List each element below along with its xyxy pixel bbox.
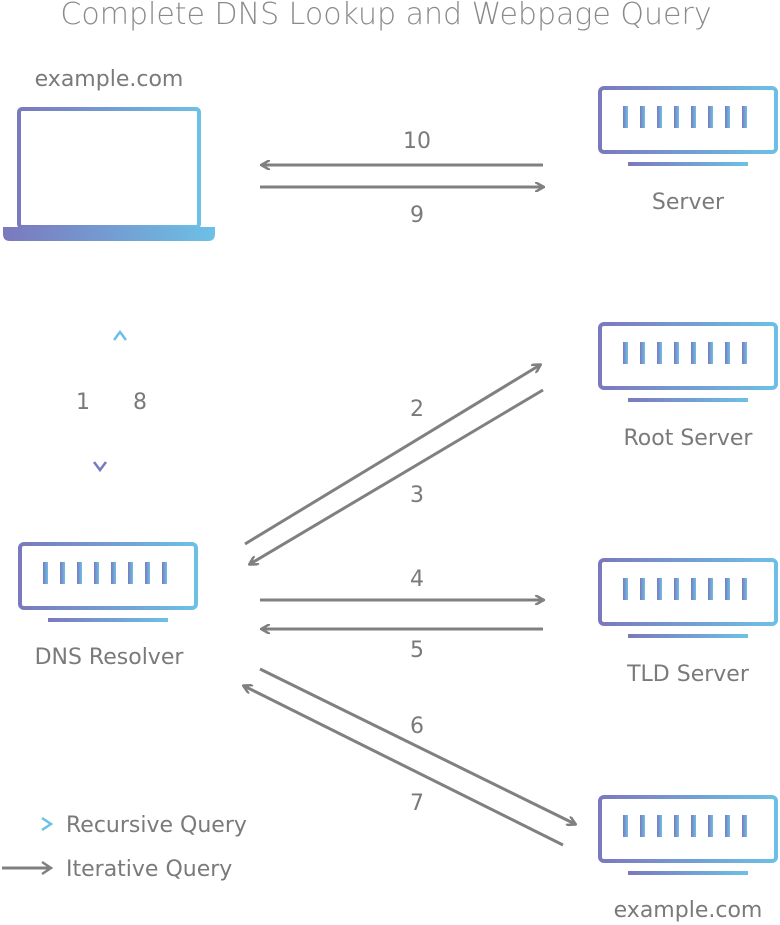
step-2-label: 2 — [410, 397, 424, 422]
tld-server-label: TLD Server — [626, 662, 750, 687]
legend-iterative-arrow-head — [41, 860, 54, 876]
resolver-label: DNS Resolver — [35, 645, 185, 670]
step-1-label: 1 — [76, 390, 90, 415]
tld-server-icon — [598, 558, 778, 640]
step-8-label: 8 — [133, 390, 147, 415]
client-laptop-icon — [3, 107, 215, 241]
dns-resolver-icon — [18, 542, 198, 624]
step-5-label: 5 — [410, 638, 424, 663]
step-6-label: 6 — [410, 714, 424, 739]
authoritative-server-icon — [598, 795, 778, 877]
step-7-label: 7 — [410, 791, 424, 816]
legend-iterative-label: Iterative Query — [66, 857, 232, 882]
root-server-label: Root Server — [624, 426, 754, 451]
server-label: Server — [652, 190, 725, 215]
root-server-icon — [598, 322, 778, 404]
step-9-label: 9 — [410, 203, 424, 228]
legend-recursive-label: Recursive Query — [66, 813, 247, 838]
page-title: Complete DNS Lookup and Webpage Query — [60, 0, 711, 32]
arrow-step-1-head — [93, 461, 107, 473]
client-label: example.com — [35, 67, 184, 92]
arrow-step-2 — [244, 365, 540, 546]
step-4-label: 4 — [410, 567, 424, 592]
legend: Recursive Query Iterative Query — [2, 813, 247, 882]
arrow-step-3 — [250, 388, 544, 564]
arrow-step-7 — [244, 686, 564, 847]
step-10-label: 10 — [403, 129, 431, 154]
arrow-step-8-head — [113, 329, 127, 341]
legend-recursive-arrow-head — [41, 816, 54, 832]
step-3-label: 3 — [410, 483, 424, 508]
web-server-icon — [598, 86, 778, 168]
arrow-step-6 — [259, 667, 575, 824]
authoritative-server-label: example.com — [614, 898, 763, 923]
